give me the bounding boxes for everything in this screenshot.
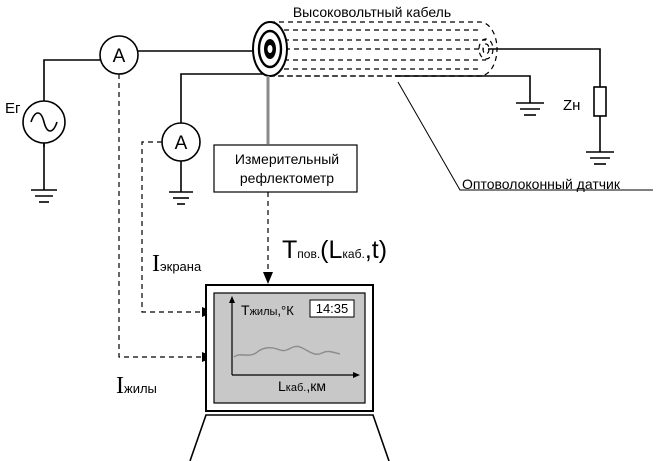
ground-icon [31,189,57,203]
screen-current-label: Iэкрана [152,251,202,277]
sine-icon [30,112,58,132]
monitor: Tжилы,°К 14:35 Lкаб.,км [189,284,390,461]
generator-source [22,100,66,203]
load-impedance [488,48,614,165]
svg-text:A: A [175,133,188,154]
screen-wire [180,73,263,123]
time-box [309,299,355,318]
svg-text:Измерительный: Измерительный [235,151,339,167]
y-axis-label: Tжилы,°К [241,302,294,318]
ammeter-core: A [99,35,139,75]
core-current-signal [118,74,204,358]
ground-icon [169,191,193,205]
core-current-label: Iжилы [116,373,157,399]
core-circuit [43,50,268,147]
screen-current-signal [141,141,204,313]
load-label: Zн [563,97,580,114]
reflectometer-box: Измерительный рефлектометр [213,144,358,193]
monitor-base [189,414,390,461]
svg-text:A: A [113,46,126,67]
svg-text:рефлектометр: рефлектометр [240,170,334,186]
x-axis-label: Lкаб.,км [278,378,326,394]
ground-icon [586,151,614,165]
temperature-formula: Tпов.(Lкаб.,t) [282,236,387,264]
time-display: 14:35 [316,301,349,316]
screen-circuit: A [161,73,263,205]
cable-ground [395,75,544,116]
arrow-head-icon [263,272,273,284]
load-resistor [593,86,607,117]
fiber-sensor-leader [397,81,653,191]
temperature-curve [233,345,341,358]
fiber-sensor-label: Оптоволоконный датчик [462,176,621,192]
generator-label: Ег [5,100,21,117]
high-voltage-cable [252,21,498,77]
cable-title: Высоковольтный кабель [293,4,451,20]
